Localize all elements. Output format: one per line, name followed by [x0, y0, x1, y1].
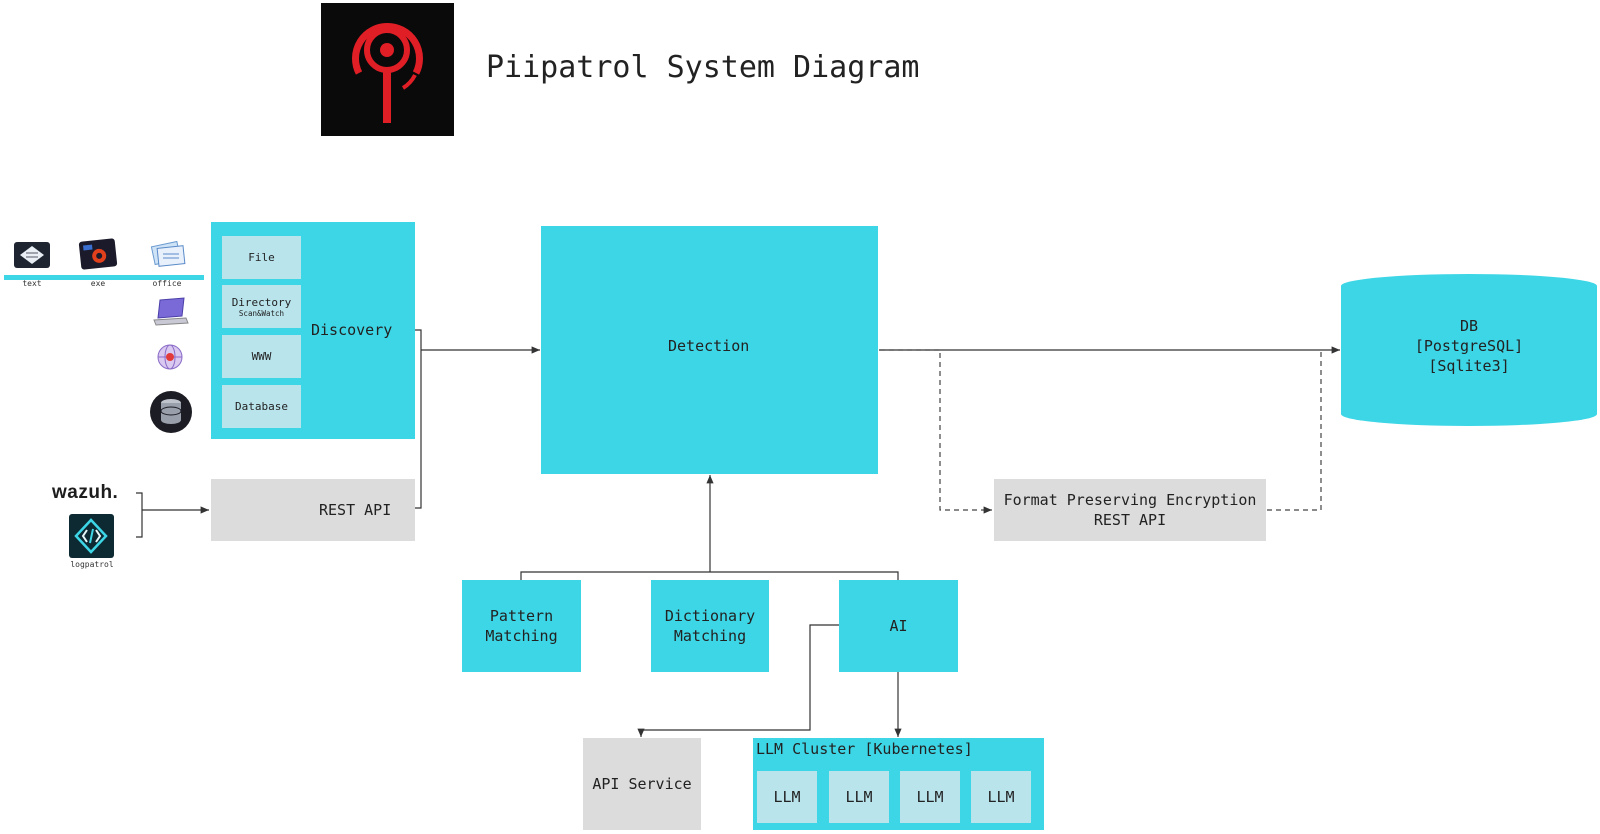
- database-icon: [149, 390, 193, 434]
- wazuh-logo: wazuh.: [52, 482, 119, 503]
- office-caption: office: [152, 279, 182, 288]
- exe-caption: exe: [90, 279, 106, 288]
- discovery-to-detection-line: [414, 329, 422, 509]
- rest-api-box[interactable]: REST API: [211, 479, 415, 541]
- text-file-icon: [14, 242, 50, 268]
- laptop-icon: [150, 296, 190, 328]
- ai-to-api-service-arrow: [637, 624, 839, 737]
- office-docs-icon: [149, 238, 189, 268]
- fpe-to-db-dashed: [1267, 350, 1322, 511]
- detection-label: Detection: [668, 337, 750, 355]
- llm-node[interactable]: LLM: [757, 771, 817, 823]
- discovery-item-directory-sub: Scan&Watch: [238, 308, 285, 318]
- detection-box[interactable]: Detection: [541, 226, 878, 474]
- laptop-glyph: [153, 297, 189, 326]
- pattern-matching-box[interactable]: Pattern Matching: [462, 580, 581, 672]
- llm-cluster-box[interactable]: LLM Cluster [Kubernetes] LLM LLM LLM LLM: [753, 738, 1044, 830]
- dictionary-matching-box[interactable]: Dictionary Matching: [651, 580, 769, 672]
- ai-box[interactable]: AI: [839, 580, 958, 672]
- source-row-bar: [4, 275, 204, 280]
- discovery-box[interactable]: File Directory Scan&Watch WWW Database D…: [211, 222, 415, 439]
- methods-bus-line: [520, 571, 899, 580]
- piipatrol-logo: [321, 3, 454, 136]
- discovery-item-directory[interactable]: Directory Scan&Watch: [222, 285, 301, 328]
- discovery-item-database-label: Database: [235, 400, 288, 413]
- globe-icon: [154, 342, 186, 374]
- rest-api-label: REST API: [319, 501, 392, 519]
- globe-glyph: [157, 344, 183, 370]
- target-pin-icon: [352, 22, 423, 123]
- llm-cluster-title: LLM Cluster [Kubernetes]: [756, 740, 973, 758]
- logpatrol-glyph: [74, 518, 108, 554]
- fpe-rest-api-box[interactable]: Format Preserving Encryption REST API: [994, 479, 1266, 541]
- database-glyph: [150, 391, 192, 433]
- exe-file-icon: [78, 238, 118, 270]
- discovery-item-directory-label: Directory: [231, 295, 292, 309]
- db-cylinder[interactable]: DB [PostgreSQL] [Sqlite3]: [1341, 274, 1597, 426]
- logpatrol-icon: [69, 514, 114, 558]
- source-icons-top-row: text exe office: [0, 236, 206, 288]
- llm-node[interactable]: LLM: [900, 771, 960, 823]
- discovery-item-file-label: File: [248, 251, 275, 264]
- text-caption: text: [22, 279, 42, 288]
- exe-gear-glyph: [83, 244, 107, 263]
- discovery-item-www-label: WWW: [251, 350, 272, 363]
- discovery-item-www[interactable]: WWW: [222, 335, 301, 378]
- discovery-label: Discovery: [311, 321, 393, 339]
- text-file-glyph: [20, 246, 44, 264]
- db-label: DB [PostgreSQL] [Sqlite3]: [1414, 317, 1524, 375]
- discovery-item-file[interactable]: File: [222, 236, 301, 279]
- detection-to-fpe-dashed: [880, 349, 992, 514]
- logpatrol-caption: logpatrol: [70, 560, 114, 569]
- discovery-item-database[interactable]: Database: [222, 385, 301, 428]
- llm-node[interactable]: LLM: [829, 771, 889, 823]
- office-docs-glyph: [150, 240, 186, 267]
- api-service-box[interactable]: API Service: [583, 738, 701, 830]
- wazuh-connector: [136, 492, 143, 538]
- page-title: Piipatrol System Diagram: [486, 50, 920, 85]
- llm-node[interactable]: LLM: [971, 771, 1031, 823]
- db-cylinder-shape: [1341, 274, 1597, 426]
